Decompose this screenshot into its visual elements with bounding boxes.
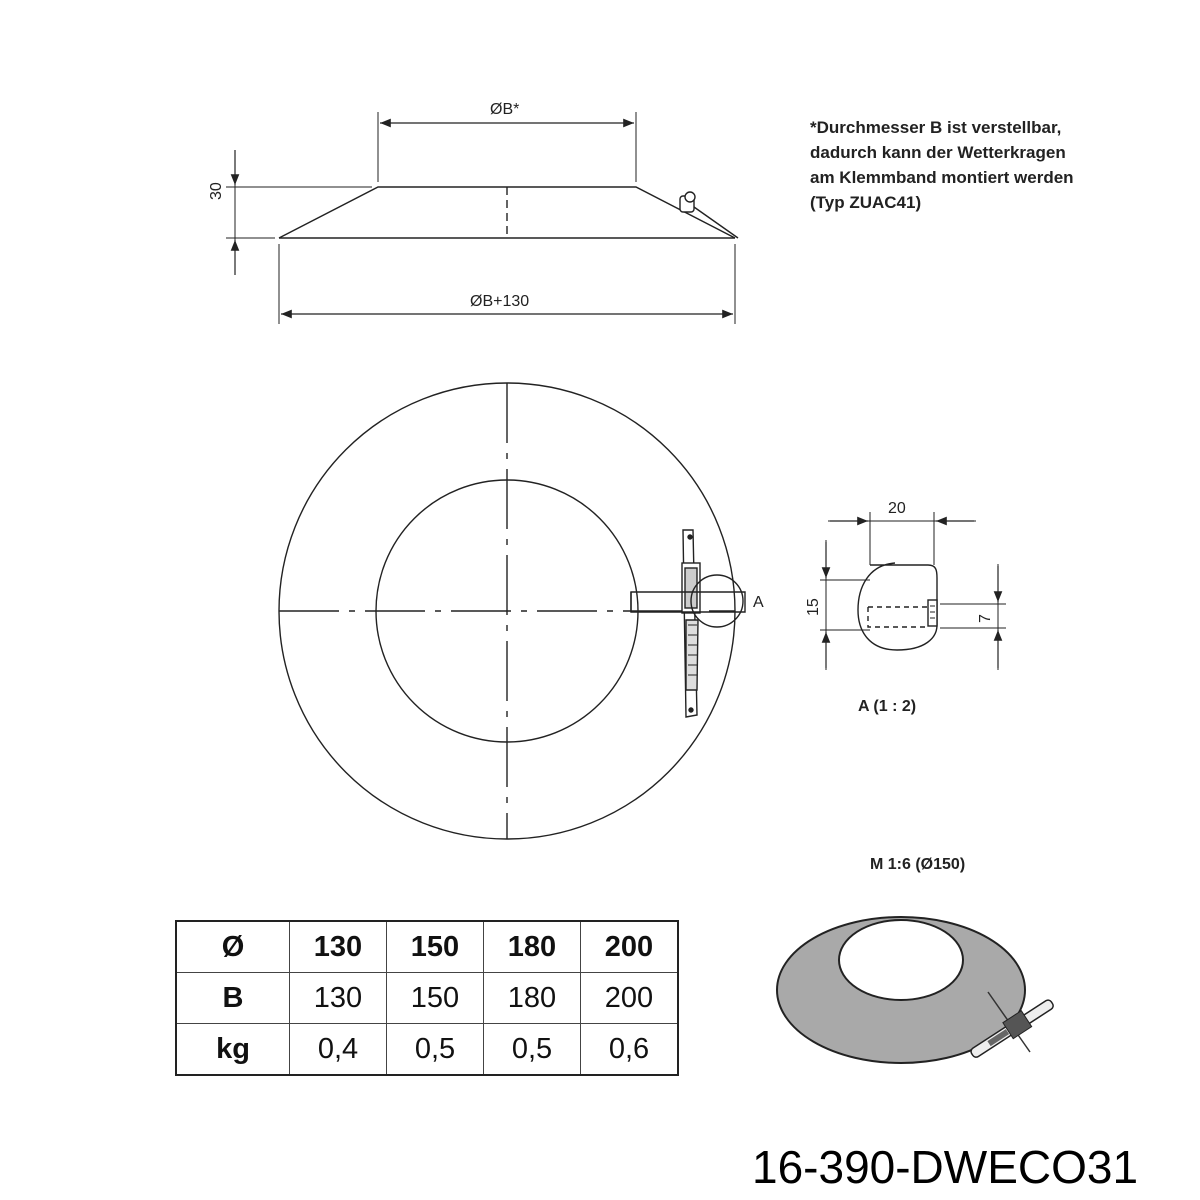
detail-a-marker: A xyxy=(753,594,764,611)
adjustable-diameter-note: *Durchmesser B ist verstellbar, dadurch … xyxy=(810,118,1074,212)
top-diameter-label: ØB* xyxy=(490,101,520,118)
plan-view xyxy=(278,382,746,840)
table-cell: 0,4 xyxy=(289,1023,387,1076)
detail-a-caption: A (1 : 2) xyxy=(858,698,917,715)
table-row-b: B 130 150 180 200 xyxy=(175,972,679,1024)
side-view xyxy=(226,112,739,324)
table-row-head: kg xyxy=(175,1023,290,1076)
part-number: 16-390-DWECO31 xyxy=(752,1141,1139,1193)
table-cell: 130 xyxy=(289,972,387,1024)
height-label: 30 xyxy=(208,182,225,200)
bottom-diameter-label: ØB+130 xyxy=(470,293,530,310)
clamp-band-icon xyxy=(630,529,746,718)
detail-a-callout xyxy=(690,574,744,628)
clamp-illustration-icon xyxy=(970,999,1054,1058)
table-cell: 0,5 xyxy=(386,1023,484,1076)
table-row-head: Ø xyxy=(175,920,290,973)
table-row-head: B xyxy=(175,972,290,1024)
table-cell: 150 xyxy=(386,972,484,1024)
table-cell: 200 xyxy=(580,972,679,1024)
detail-a-view xyxy=(820,512,1006,670)
table-row-weight: kg 0,4 0,5 0,5 0,6 xyxy=(175,1023,679,1076)
scale-caption: M 1:6 (Ø150) xyxy=(870,856,966,873)
clamp-side-icon xyxy=(679,191,739,239)
dimension-table: Ø 130 150 180 200 B 130 150 180 200 kg 0… xyxy=(175,920,679,1076)
detail-width-label: 20 xyxy=(888,500,906,517)
table-cell: 0,6 xyxy=(580,1023,679,1076)
detail-height-label: 15 xyxy=(805,598,822,616)
detail-slot-label: 7 xyxy=(977,614,994,623)
table-cell: 150 xyxy=(386,920,484,973)
table-cell: 180 xyxy=(483,972,581,1024)
table-cell: 0,5 xyxy=(483,1023,581,1076)
table-cell: 130 xyxy=(289,920,387,973)
table-row-diameter: Ø 130 150 180 200 xyxy=(175,920,679,973)
table-cell: 180 xyxy=(483,920,581,973)
collar-illustration xyxy=(776,916,1054,1064)
detail-a-profile xyxy=(857,562,938,651)
table-cell: 200 xyxy=(580,920,679,973)
